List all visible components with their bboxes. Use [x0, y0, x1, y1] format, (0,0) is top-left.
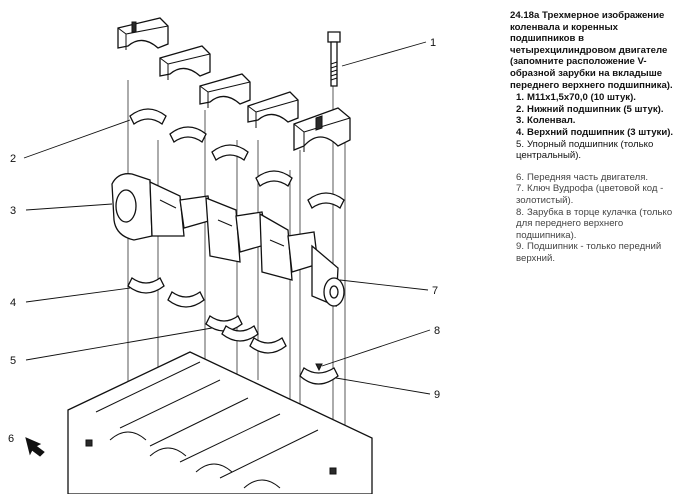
callout-7: 7 — [432, 285, 438, 297]
caption-item-number: 7. — [516, 183, 525, 195]
caption-item: 3.Коленвал. — [510, 115, 675, 127]
caption-item-text: Ключ Вудрофа (цветовой код - золотистый)… — [516, 183, 664, 206]
leader-lines — [23, 41, 431, 395]
bearing-cap-2 — [159, 45, 211, 80]
bearing-cap-3 — [199, 73, 251, 108]
caption-item: 8.Зарубка в торце кулачка (только для пе… — [510, 207, 675, 242]
caption-item-text: Упорный подшипник (только центральный). — [516, 138, 654, 162]
caption-item: 9.Подшипник - только передний верхний. — [510, 241, 675, 264]
exploded-view-diagram: 1 2 3 4 5 6 7 8 9 — [8, 17, 440, 494]
bearing-cap-1 — [117, 17, 169, 50]
caption-item-text: Коленвал. — [527, 115, 576, 127]
callout-9: 9 — [434, 389, 440, 401]
bearing-cap-4 — [247, 91, 299, 128]
caption-item-text: Передняя часть двигателя. — [527, 171, 649, 183]
caption-item-text: Нижний подшипник (5 штук). — [527, 103, 664, 115]
caption-item-number: 6. — [516, 171, 525, 183]
callout-3: 3 — [10, 205, 16, 217]
caption-item-number: 9. — [516, 241, 525, 253]
caption-item-number: 5. — [516, 138, 525, 150]
crankshaft — [111, 173, 345, 307]
lower-bearing-shells — [129, 108, 345, 209]
engine-block — [67, 351, 373, 494]
caption-title: 24.18а Трехмерное изображение коленвала … — [510, 10, 673, 91]
callout-2: 2 — [10, 153, 16, 165]
caption-item: 6.Передняя часть двигателя. — [510, 172, 675, 184]
bearing-cap-5 — [293, 107, 351, 152]
caption-item: 7.Ключ Вудрофа (цветовой код - золотисты… — [510, 183, 675, 206]
caption-item: 5.Упорный подшипник (только центральный)… — [510, 139, 675, 162]
front-direction-arrow-icon — [25, 437, 45, 457]
callout-labels: 1 2 3 4 5 6 7 8 9 — [8, 37, 440, 445]
caption-item: 4.Верхний подшипник (3 штуки). — [510, 127, 675, 139]
caption-item-number: 2. — [516, 103, 525, 115]
callout-5: 5 — [10, 355, 16, 367]
caption-item: 2.Нижний подшипник (5 штук). — [510, 104, 675, 116]
figure-caption: 24.18а Трехмерное изображение коленвала … — [510, 10, 675, 264]
caption-item-text: Подшипник - только передний верхний. — [516, 241, 662, 264]
callout-8: 8 — [434, 325, 440, 337]
caption-item-number: 4. — [516, 126, 525, 138]
upper-bearing-shells — [127, 277, 339, 385]
caption-item-text: Верхний подшипник (3 штуки). — [527, 126, 674, 138]
callout-4: 4 — [10, 297, 16, 309]
bearing-caps — [117, 17, 351, 152]
caption-item: 1.M11x1,5x70,0 (10 штук). — [510, 92, 675, 104]
cap-bolt — [327, 31, 341, 87]
callout-6: 6 — [8, 433, 14, 445]
caption-item-number: 8. — [516, 206, 525, 218]
caption-item-text: Зарубка в торце кулачка (только для пере… — [516, 206, 673, 241]
callout-1: 1 — [430, 37, 436, 49]
caption-item-text: M11x1,5x70,0 (10 штук). — [527, 92, 636, 104]
caption-item-number: 1. — [516, 92, 525, 104]
caption-item-number: 3. — [516, 115, 525, 127]
